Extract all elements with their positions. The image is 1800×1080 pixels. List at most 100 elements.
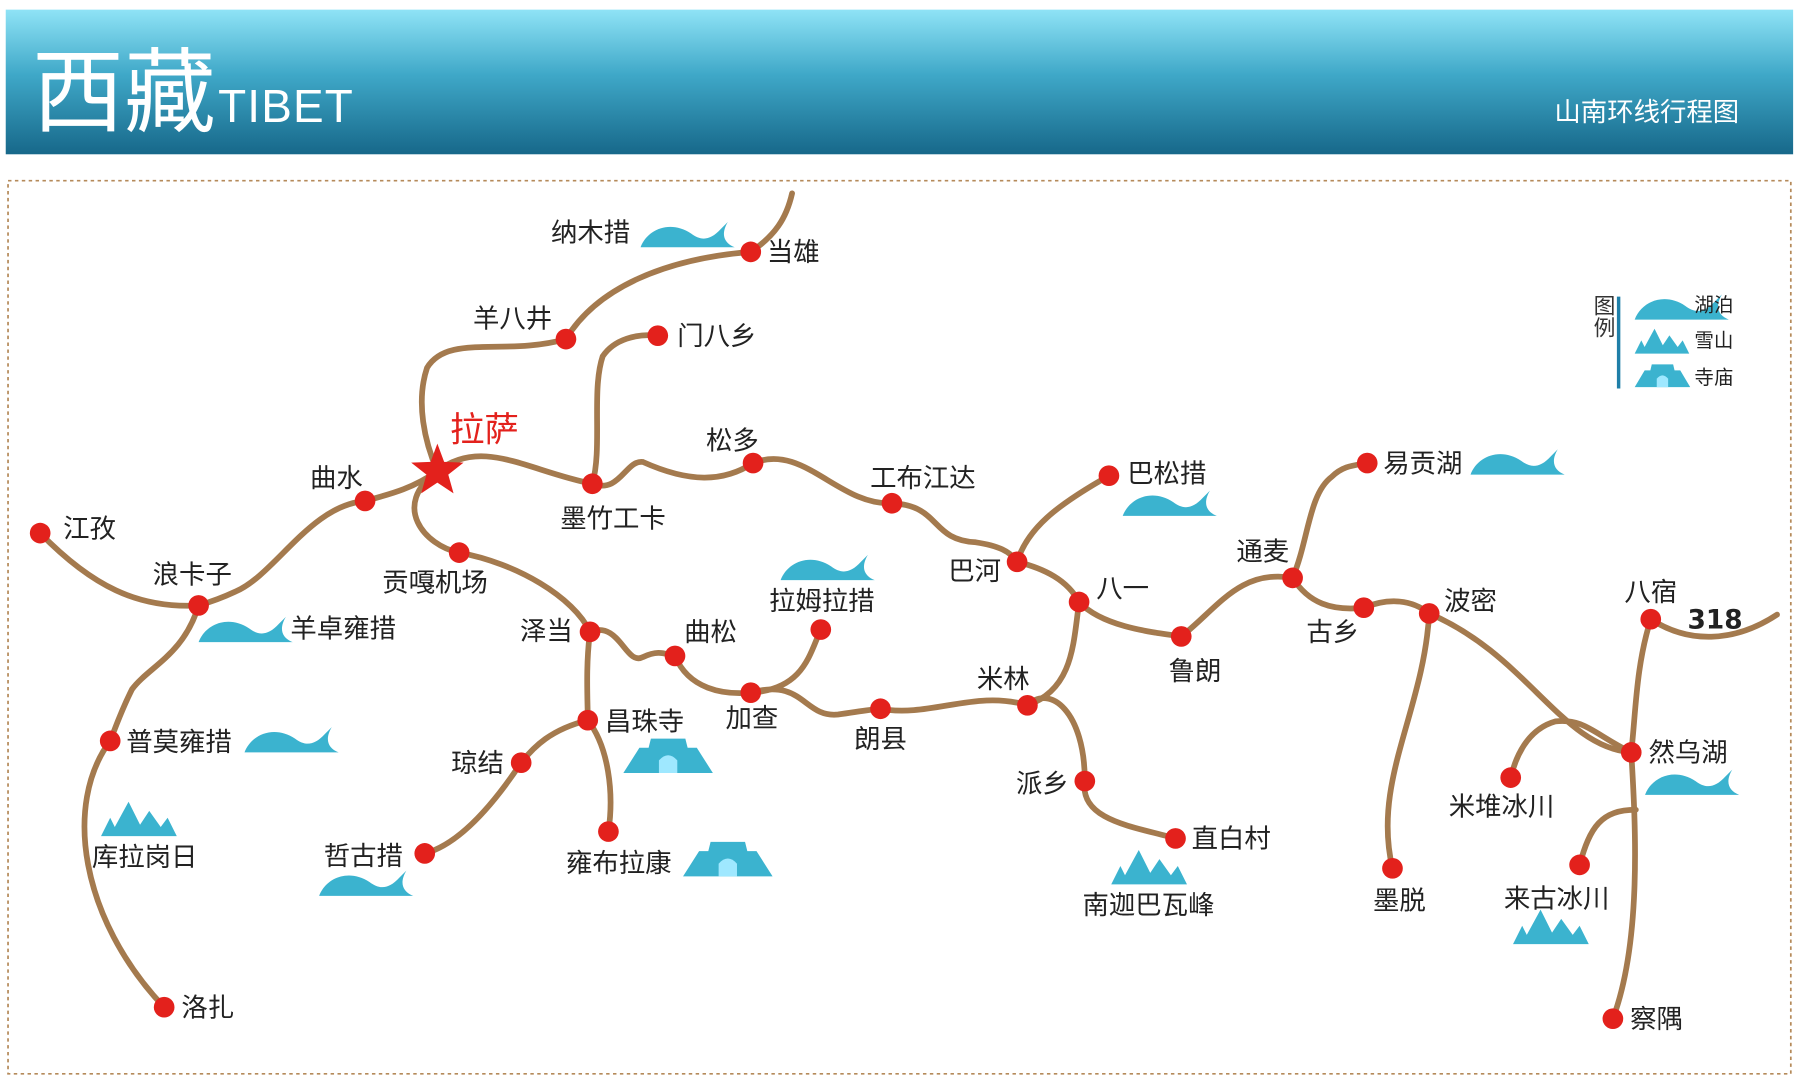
route-segment (589, 332, 661, 487)
place-label: 贡嘎机场 (382, 568, 488, 599)
route-segment (419, 336, 569, 474)
place-label: 拉姆拉措 (769, 586, 875, 617)
place-label: 加查 (726, 703, 779, 734)
place-label: 江孜 (63, 514, 116, 545)
place-label: 派乡 (1016, 769, 1069, 800)
place-marker[interactable] (740, 682, 762, 704)
place-marker[interactable] (1170, 626, 1192, 647)
place-labels: 当雄纳木措羊八井门八乡拉萨曲水江孜浪卡子羊卓雍措普莫雍措库拉岗日洛扎贡嘎机场墨竹… (63, 218, 1728, 1035)
place-marker[interactable] (1569, 854, 1590, 876)
route-segment (587, 627, 754, 696)
place-marker[interactable] (647, 325, 669, 346)
header-banner: 西藏 TIBET 山南环线行程图 (5, 9, 1794, 155)
place-marker[interactable] (1017, 694, 1038, 716)
legend-item-temple: 寺庙 (1694, 366, 1733, 389)
place-marker[interactable] (881, 492, 903, 514)
place-label: 八一 (1096, 573, 1149, 604)
place-label: 库拉岗日 (92, 842, 198, 873)
place-marker[interactable] (1074, 770, 1096, 792)
place-marker[interactable] (598, 821, 619, 842)
place-marker[interactable] (354, 490, 376, 512)
place-marker[interactable] (1418, 603, 1440, 624)
lake-icon (1645, 769, 1740, 795)
place-marker[interactable] (579, 621, 601, 643)
place-marker[interactable] (870, 698, 891, 720)
place-label: 古乡 (1306, 617, 1359, 648)
place-marker[interactable] (1620, 742, 1642, 763)
place-label: 浪卡子 (153, 560, 232, 591)
place-label: 来古冰川 (1504, 883, 1610, 914)
place-marker[interactable] (664, 645, 686, 667)
place-label: 拉萨 (450, 410, 519, 450)
lake-icon (319, 870, 414, 896)
route-segment (1647, 611, 1780, 640)
route-segment (747, 626, 824, 696)
place-label: 米林 (977, 664, 1030, 695)
header-subtitle: 山南环线行程图 (1554, 97, 1739, 128)
road-318-label: 318 (1688, 604, 1743, 635)
place-marker[interactable] (1382, 857, 1403, 879)
route-segment (747, 686, 884, 718)
place-marker[interactable] (810, 619, 832, 640)
routes (37, 190, 1780, 1022)
place-label: 波密 (1444, 586, 1497, 617)
route-segment (1289, 460, 1371, 581)
place-label: 当雄 (767, 237, 820, 268)
place-marker[interactable] (99, 730, 121, 752)
route-segment (584, 628, 593, 724)
place-marker[interactable] (1640, 608, 1662, 630)
legend: 图例 湖泊 雪山 寺庙 (1590, 294, 1733, 389)
place-marker[interactable] (29, 522, 51, 544)
header-title-en: TIBET (218, 80, 354, 132)
place-label: 鲁朗 (1169, 656, 1222, 687)
route-segment (1384, 610, 1433, 872)
header-title-cn: 西藏 (32, 39, 216, 146)
route-segment (1576, 806, 1639, 868)
place-label: 琼结 (451, 748, 504, 779)
place-marker[interactable] (153, 996, 175, 1018)
route-segment (81, 738, 168, 1011)
place-marker[interactable] (188, 595, 209, 616)
route-segment (37, 530, 202, 609)
place-label: 纳木措 (551, 218, 630, 249)
place-marker[interactable] (1353, 597, 1375, 619)
place-label: 门八乡 (677, 321, 756, 352)
place-label: 松多 (706, 425, 759, 456)
place-label: 然乌湖 (1648, 738, 1727, 769)
place-marker[interactable] (1282, 567, 1303, 589)
place-marker[interactable] (1500, 767, 1522, 788)
place-label: 巴松措 (1127, 459, 1206, 490)
place-marker[interactable] (742, 452, 764, 474)
place-label: 察隅 (1630, 1004, 1683, 1035)
place-label: 工布江达 (870, 463, 976, 494)
place-marker[interactable] (1006, 551, 1028, 573)
place-label: 易贡湖 (1383, 448, 1462, 479)
place-marker[interactable] (448, 542, 470, 563)
place-marker[interactable] (1165, 828, 1186, 849)
place-marker[interactable] (577, 709, 599, 731)
place-marker[interactable] (1098, 465, 1120, 487)
place-marker[interactable] (1356, 452, 1378, 474)
place-label: 羊卓雍措 (290, 614, 396, 645)
place-label: 墨脱 (1373, 886, 1426, 917)
route-segment (195, 498, 368, 609)
route-segment (584, 717, 614, 835)
place-marker[interactable] (740, 241, 762, 263)
place-label: 通麦 (1236, 537, 1289, 568)
route-segment (589, 459, 756, 489)
place-marker[interactable] (555, 328, 577, 350)
place-label: 昌珠寺 (605, 707, 684, 738)
route-segment (877, 697, 1031, 714)
place-marker[interactable] (1602, 1008, 1624, 1030)
route-segment (750, 456, 895, 507)
place-marker[interactable] (414, 843, 436, 864)
place-label: 巴河 (948, 556, 1001, 587)
lake-icon (1122, 490, 1217, 516)
snow-mountain-icon (1513, 909, 1589, 945)
place-marker[interactable] (1068, 591, 1090, 613)
route-segment (1426, 610, 1635, 756)
place-marker[interactable] (510, 752, 532, 774)
place-marker[interactable] (582, 473, 603, 495)
lake-icon (244, 727, 339, 753)
